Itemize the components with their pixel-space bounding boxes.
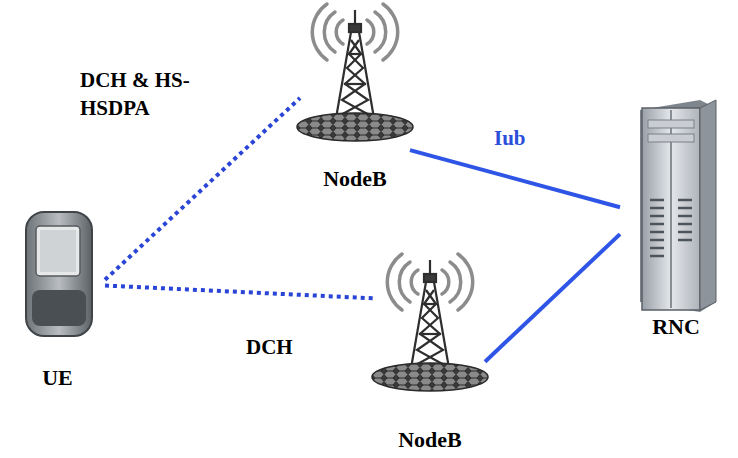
link-label: DCH & HS-HSDPA xyxy=(80,66,230,123)
base-station: NodeB xyxy=(300,5,410,191)
link-label: DCH xyxy=(246,333,326,361)
link-label: Iub xyxy=(494,124,554,152)
node-label: NodeB xyxy=(394,428,466,452)
rack-illustration xyxy=(640,100,716,312)
node-label: NodeB xyxy=(319,167,391,191)
iub-link xyxy=(485,234,620,362)
iub-link xyxy=(410,150,620,207)
radio-link xyxy=(105,98,300,280)
tower-illustration xyxy=(372,254,488,391)
ue-device: UE xyxy=(10,200,105,390)
controller-rack: RNC xyxy=(620,95,732,339)
node-label: RNC xyxy=(648,315,704,339)
node-label: UE xyxy=(38,366,77,390)
phone-illustration xyxy=(26,212,92,336)
radio-link xyxy=(105,286,375,299)
tower-illustration xyxy=(297,4,413,141)
base-station: NodeB xyxy=(375,260,485,452)
